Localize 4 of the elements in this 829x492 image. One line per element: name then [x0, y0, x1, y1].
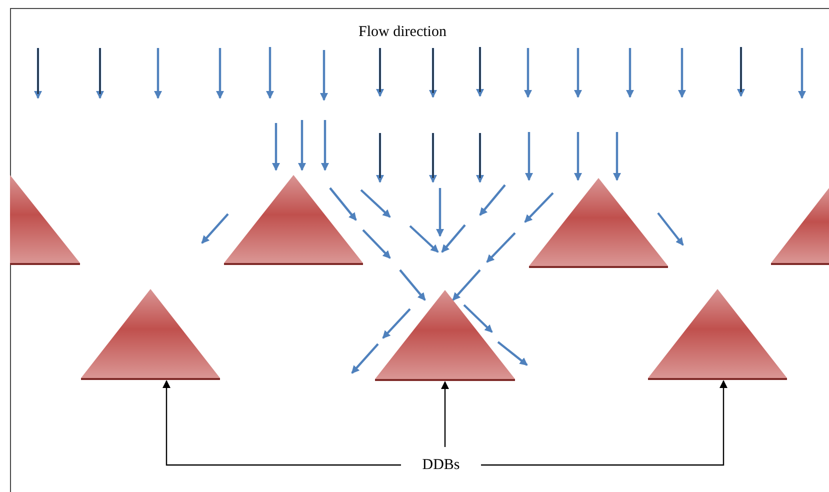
leader-line — [481, 380, 728, 466]
leader-line — [441, 381, 449, 447]
flow-direction-label: Flow direction — [358, 24, 448, 41]
leader-line — [162, 380, 401, 466]
